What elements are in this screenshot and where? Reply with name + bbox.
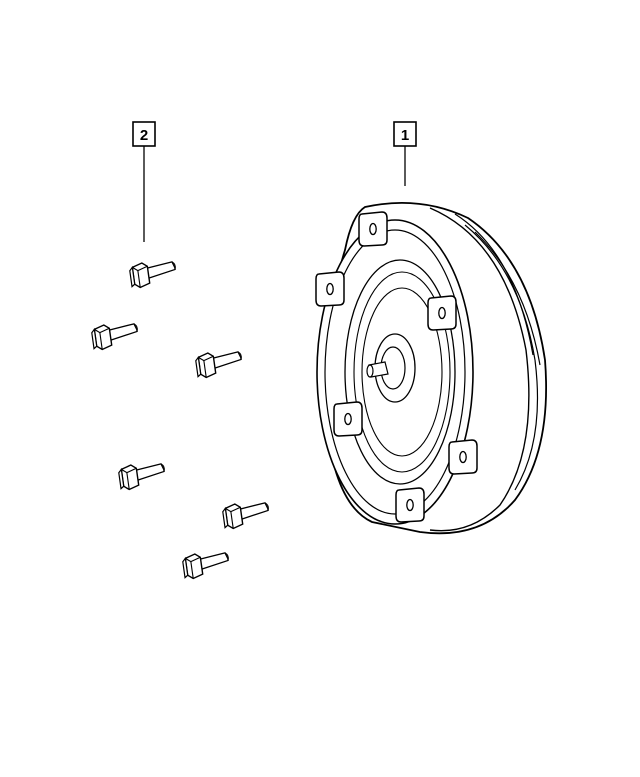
bolt[interactable]	[90, 319, 141, 352]
callout-2-label: 2	[140, 127, 148, 144]
bolt[interactable]	[117, 459, 168, 492]
callout-1: 1	[393, 121, 417, 186]
bolt[interactable]	[128, 257, 179, 290]
bolt[interactable]	[194, 347, 245, 380]
callout-2: 2	[132, 121, 156, 242]
callout-1-label: 1	[401, 127, 409, 144]
bolt[interactable]	[221, 498, 272, 531]
torque-converter[interactable]	[315, 202, 548, 535]
bolt[interactable]	[181, 548, 232, 581]
